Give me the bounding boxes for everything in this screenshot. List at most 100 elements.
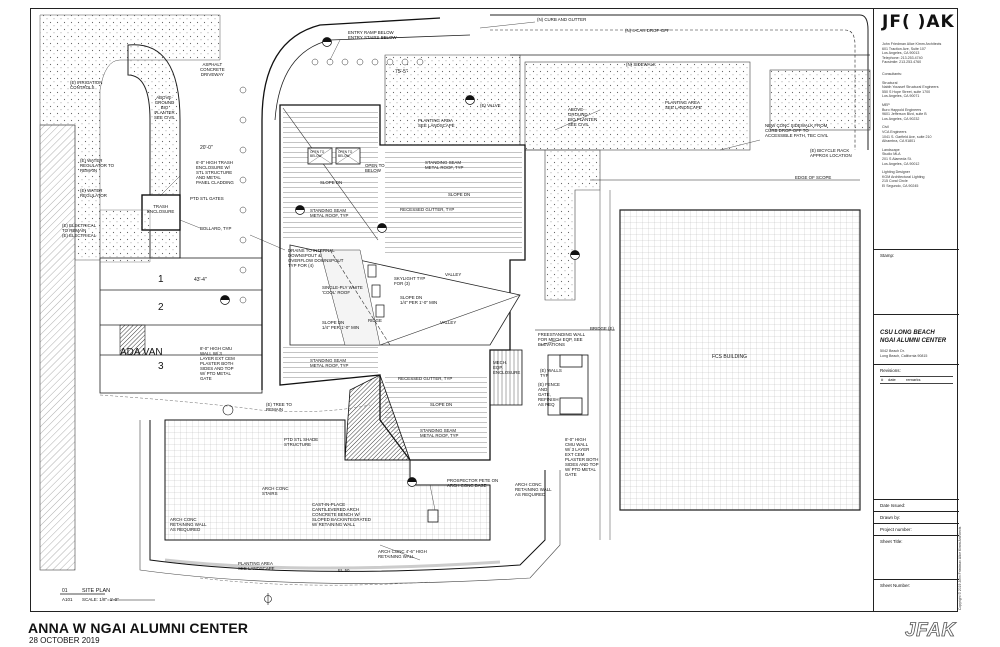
firm-line: 601 Traction Ave, Suite 107 — [882, 46, 926, 51]
note-asphalt: ASPHALT CONCRETE DRIVEWAY — [200, 62, 225, 77]
ada-van-label: ADA VAN — [120, 347, 163, 358]
note-drains: DRAINS TO INTERNAL DOWNSPOUT & OVERFLOW … — [288, 248, 344, 268]
note-standing-seam-4: STANDING SEAM METAL ROOF, TYP — [420, 428, 459, 438]
stamp-label: Stamp: — [880, 253, 895, 258]
project-number-row: Project number: — [874, 524, 959, 536]
sheet-date: 28 OCTOBER 2019 — [29, 636, 100, 645]
note-standing-seam-3: STANDING SEAM METAL ROOF, TYP — [310, 358, 349, 368]
firm-line: Telephone: 213.253.4740 — [882, 55, 923, 60]
note-arch-stairs: ARCH CONC STAIRS — [262, 486, 289, 496]
sheet-project-title: ANNA W NGAI ALUMNI CENTER — [28, 620, 249, 636]
title-block: JF( )AK John Friedman Alice Kimm Archite… — [873, 8, 959, 612]
firm-line: John Friedman Alice Kimm Architects — [882, 42, 942, 46]
note-slope-min-1: SLOPE DN 1/4" PER 1'-0" MIN — [400, 295, 438, 305]
note-slope-dn-1: SLOPE DN — [320, 180, 343, 185]
view-scale: SCALE: 1/8"=1'-0" — [82, 597, 119, 602]
note-skylight: SKYLIGHT TYP FOR (3) — [394, 276, 426, 286]
revisions-panel: Revisions: # date remarks — [874, 365, 959, 500]
note-planting-bottom: PLANTING AREA SEE LANDSCAPE — [238, 561, 275, 571]
firm-line: Los Angeles, CA 90013 — [882, 51, 920, 56]
note-bridge: BRIDGE (E) — [590, 326, 614, 331]
note-bike-rack: (E) BICYCLE RACK APPROX LOCATION — [810, 148, 852, 158]
client-name: CSU LONG BEACH — [880, 330, 935, 336]
note-cmu-wall: 8'-0" HIGH CMU WALL W/ 3 LAYER EXT CEM P… — [200, 346, 235, 381]
revisions-header-row: # date remarks — [880, 376, 953, 384]
note-electrical2: (E) ELECTRICAL — [62, 233, 97, 238]
note-ptd-gates: PTD STL GATES — [190, 196, 224, 201]
note-entry-ramp: ENTRY RAMP BELOW ENTRY STAIRS BELOW — [348, 30, 397, 40]
note-gutter-1: RECESSED GUTTER, TYP — [400, 207, 455, 212]
firm-info: John Friedman Alice Kimm Architects 601 … — [882, 42, 941, 65]
note-valley-1: VALLEY — [445, 272, 462, 277]
note-planting-right: PLANTING AREA SEE LANDSCAPE — [665, 100, 702, 110]
note-slope-dn-3: SLOPE DN — [430, 402, 453, 407]
note-gutter-2: RECESSED GUTTER, TYP — [398, 376, 453, 381]
firm-panel: JF( )AK John Friedman Alice Kimm Archite… — [874, 8, 959, 250]
sheet-number-row: Sheet Number: — [880, 583, 911, 588]
note-shade: PTD STL SHADE STRUCTURE — [284, 437, 319, 447]
note-valley-2: VALLEY — [440, 320, 457, 325]
note-curb: (N) CURB AND GUTTER — [537, 17, 587, 22]
date-issued-row: Date Issued: — [874, 500, 959, 512]
view-title: SITE PLAN — [82, 588, 111, 594]
copyright-note: Copyright © 2019 John Friedman Alice Kim… — [958, 526, 962, 610]
jfak-logo: JFAK — [905, 620, 956, 642]
project-name: NGAI ALUMNI CENTER — [880, 338, 947, 344]
note-slope-dn-2: SLOPE DN — [448, 192, 471, 197]
view-number: 01 — [62, 588, 68, 594]
note-mech-enclosure: MECH. EQP. ENCLOSURE — [493, 360, 521, 375]
note-bollard: BOLLARD, TYP — [200, 226, 232, 231]
note-freestanding: FREESTANDING WALL FOR MECH EQP, SEE ELEV… — [538, 332, 586, 347]
note-sidewalk: (N) SIDEWALK — [626, 62, 656, 67]
project-panel: CSU LONG BEACH NGAI ALUMNI CENTER 5042 B… — [874, 315, 959, 365]
note-walls: (E) WALLS TYP — [540, 368, 562, 378]
note-single-ply: SINGLE-PLY WHITE 'COOL' ROOF — [322, 285, 363, 295]
sheet-title-row: Sheet Title: — [874, 536, 959, 580]
note-elev: EL.50 — [338, 568, 350, 573]
note-valve: (E) VALVE — [480, 103, 501, 108]
note-planter-left: ABOVE- GROUND BIO PLANTER SEE CIVIL — [154, 95, 175, 120]
firm-logo: JF( )AK — [882, 12, 955, 32]
note-arch-conc-wall: ARCH CONC RETAINING WALL AS REQUIRED — [515, 482, 552, 497]
note-electrical1: (E) ELECTRICAL TO REMAIN — [62, 223, 97, 233]
consultants-heading: Consultants: — [882, 72, 902, 76]
note-edge-scope: EDGE OF SCOPE — [795, 175, 832, 180]
note-bench: CAST-IN-PLACE CANTILEVERED ARCH CONCRETE… — [312, 502, 371, 527]
note-open-below-2: OPEN TO BELOW — [338, 150, 353, 158]
note-prospector: PROSPECTOR PETE ON ARCH CONC BASE — [447, 478, 499, 488]
note-trash-enclosure: TRASH ENCLOSURE — [147, 204, 175, 214]
note-tree: (E) TREE TO REMAIN — [266, 402, 292, 412]
note-cmu-wall-2: 8'-0" HIGH CMU WALL W/ 3 LAYER EXT CEM P… — [565, 437, 599, 477]
parking-stall-3: 3 — [158, 361, 164, 372]
note-trash: 6'-0" HIGH TRASH ENCLOSURE W/ STL STRUCT… — [196, 160, 234, 185]
firm-line: Facsimile: 213.253.4760 — [882, 60, 922, 65]
parking-stall-2: 2 — [158, 302, 164, 313]
note-open-below-1: OPEN TO BELOW — [310, 150, 325, 158]
note-standing-seam-1: STANDING SEAM METAL ROOF, TYP — [425, 160, 464, 170]
note-open-below-3: OPEN TO BELOW — [365, 163, 385, 173]
parking-stall-1: 1 — [158, 274, 164, 285]
note-dropoff: (N) 4-CAR DROP-OFF — [625, 28, 670, 33]
note-slope-min-2: SLOPE DN 1/4" PER 1'-0" MIN — [322, 320, 360, 330]
dim-43: 43'-4" — [194, 277, 207, 283]
stamp-panel: Stamp: — [874, 250, 959, 315]
project-address: 5042 Beach Dr.Long Beach, California 908… — [880, 349, 928, 358]
note-planting-top: PLANTING AREA SEE LANDSCAPE — [418, 118, 455, 128]
dim-75: 75'-5" — [395, 69, 408, 75]
drawing-sheet-border — [30, 8, 958, 612]
note-standing-seam-2: STANDING SEAM METAL ROOF, TYP — [310, 208, 349, 218]
note-arch-wall-left: ARCH CONC RETAINING WALL AS REQUIRED — [170, 517, 207, 532]
drawn-by-row: Drawn by: — [874, 512, 959, 524]
note-water-reg2: (E) WATER REGULATOR — [80, 188, 107, 198]
note-planter-mid: ABOVE- GROUND BIO PLANTER SEE CIVIL — [568, 107, 598, 127]
revisions-label: Revisions: — [880, 368, 901, 373]
dim-20: 20'-0" — [200, 145, 213, 151]
label-fcs-building: FCS BUILDING — [712, 354, 748, 360]
